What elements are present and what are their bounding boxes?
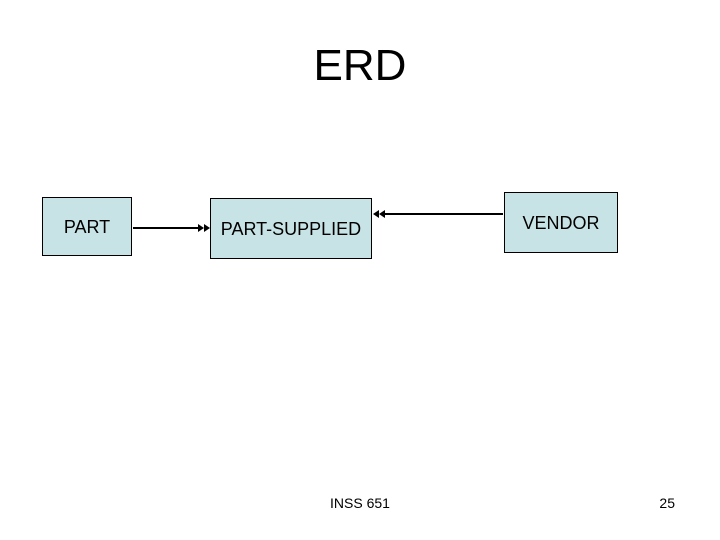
entity-part-supplied[interactable]: PART-SUPPLIED	[210, 198, 372, 259]
entity-part-supplied-label: PART-SUPPLIED	[220, 218, 362, 239]
arrowhead-left-outer	[379, 210, 385, 218]
arrowhead-left-inner	[373, 210, 379, 218]
entity-part-label: PART	[63, 216, 111, 237]
arrowhead-right-outer	[198, 224, 204, 232]
entity-vendor[interactable]: VENDOR	[504, 192, 618, 253]
slide-title: ERD	[313, 41, 407, 90]
entity-vendor-label: VENDOR	[522, 212, 600, 233]
footer-page-number: 25	[659, 495, 675, 511]
footer-course-label: INSS 651	[330, 495, 390, 511]
entity-part[interactable]: PART	[42, 197, 132, 256]
